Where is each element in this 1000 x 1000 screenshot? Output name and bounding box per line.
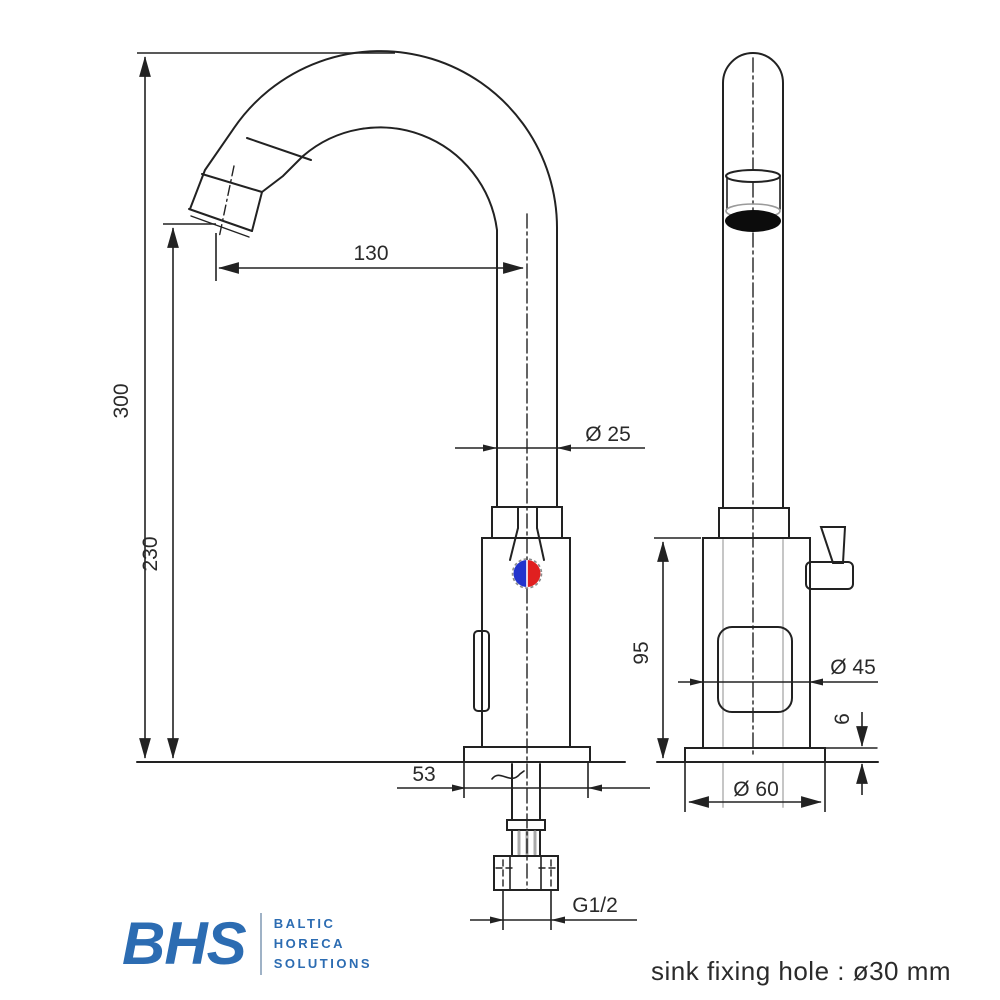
- dimension-labels: 130 300 230 Ø 25 95 Ø 45 6 Ø 60 53 G1/2: [110, 242, 876, 917]
- label-thread-size: G1/2: [572, 894, 618, 917]
- label-plate-thickness: 6: [831, 713, 854, 725]
- label-base-offset: 53: [412, 763, 435, 786]
- dim-25-arrow-right: [557, 444, 571, 452]
- side-base-plate: [684, 747, 826, 763]
- label-pipe-diameter: Ø 25: [585, 423, 631, 446]
- front-view: [136, 50, 626, 891]
- label-body-diameter: Ø 45: [830, 656, 876, 679]
- bhs-logo: BHS BALTIC HORECA SOLUTIONS: [122, 912, 372, 976]
- bhs-logo-abbr: BHS: [122, 910, 247, 977]
- sink-fixing-note: sink fixing hole : ø30 mm: [651, 956, 952, 986]
- ext-spout-height: [163, 223, 217, 281]
- cold-half: [513, 560, 527, 587]
- side-body: [702, 537, 811, 749]
- spout-outlet-opening: [725, 210, 781, 232]
- hot-cold-indicator: [511, 558, 543, 589]
- break-squiggle: [491, 770, 525, 780]
- spout-outer-edge: [189, 50, 559, 508]
- logo-word-horeca: HORECA: [273, 936, 346, 951]
- dimension-lines: [137, 52, 878, 930]
- spout-tip-inner: [251, 191, 263, 232]
- logo-word-baltic: BALTIC: [273, 916, 336, 931]
- label-base-diameter: Ø 60: [733, 778, 779, 801]
- body-window: [717, 626, 793, 713]
- spout-inner-edge: [261, 126, 498, 508]
- aerator-ring-sides: [726, 176, 781, 210]
- hot-half: [527, 560, 541, 587]
- label-spout-reach: 130: [353, 242, 388, 265]
- hidden-tube-lines: [722, 539, 784, 808]
- nut-thread-dashes: [495, 859, 558, 888]
- spout-tip-face: [188, 208, 253, 232]
- ext-g12: [502, 890, 552, 930]
- spout-joint-lower: [201, 173, 263, 193]
- label-body-height: 95: [630, 641, 653, 664]
- dim-53-arrow-left: [452, 784, 466, 792]
- aerator-ring-top: [725, 169, 781, 183]
- label-total-height: 300: [110, 383, 133, 418]
- body-side-slot: [473, 630, 490, 712]
- dim-25-arrow-left: [483, 444, 497, 452]
- spout-tip-face2: [190, 215, 250, 238]
- lever-handle: [509, 527, 545, 561]
- logo-words: BALTIC HORECA SOLUTIONS: [274, 914, 372, 974]
- shank: [511, 763, 541, 821]
- side-collar: [718, 507, 790, 539]
- dim-53-arrow-right: [588, 784, 602, 792]
- logo-divider: [259, 913, 262, 975]
- logo-word-solutions: SOLUTIONS: [273, 956, 373, 971]
- dim-g12-arrow-left: [490, 916, 504, 924]
- ext-base-53: [463, 762, 589, 798]
- side-lever-block: [805, 561, 854, 590]
- nut-facets: [509, 855, 542, 891]
- ext-dia60: [684, 762, 826, 812]
- dim-45-arrow-left: [690, 678, 704, 686]
- tube: [722, 52, 784, 509]
- dim-g12-arrow-right: [551, 916, 565, 924]
- dim-45-arrow-right: [809, 678, 823, 686]
- nut: [493, 855, 559, 891]
- spout-tip-centerline: [218, 165, 235, 239]
- label-spout-height: 230: [139, 536, 162, 571]
- side-lever-handle: [819, 526, 847, 564]
- shank-collar: [506, 819, 546, 831]
- spout-joint-upper: [246, 137, 312, 161]
- side-view: [656, 52, 879, 808]
